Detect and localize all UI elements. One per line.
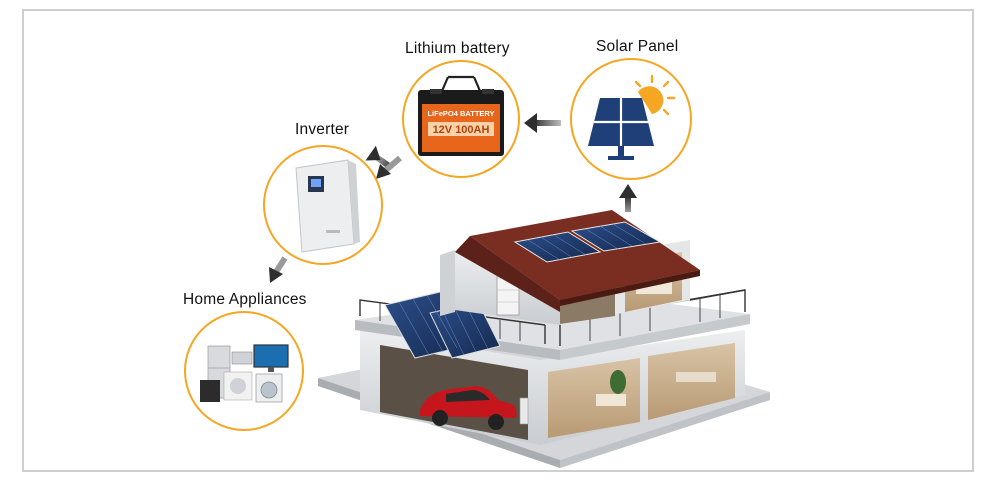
inverter-node — [263, 145, 383, 265]
appliances-icon — [200, 344, 289, 403]
arrow-battery-to-inverter-head — [376, 155, 402, 179]
home-appliances-label: Home Appliances — [183, 291, 307, 308]
battery-brand-text: LiFePO4 BATTERY — [427, 109, 494, 118]
battery-node: LiFePO4 BATTERY 12V 100AH — [402, 60, 520, 178]
arrow-house-to-solar — [619, 184, 637, 212]
battery-rating-text: 12V 100AH — [433, 124, 490, 136]
inverter-label: Inverter — [295, 121, 350, 138]
solar-node — [570, 58, 692, 180]
diagram-frame — [22, 9, 974, 472]
lithium-battery-label: Lithium battery — [405, 40, 510, 57]
sun-icon — [634, 74, 676, 116]
arrow-inverter-to-appliances — [269, 256, 288, 283]
solar-panel-icon — [588, 98, 654, 160]
solar-panel-label: Solar Panel — [596, 38, 679, 55]
arrow-solar-to-battery — [524, 113, 561, 133]
car-illustration — [420, 386, 517, 430]
house-illustration — [318, 210, 770, 468]
inverter-icon — [295, 159, 360, 253]
battery-icon: LiFePO4 BATTERY 12V 100AH — [418, 75, 504, 156]
appliances-node — [184, 311, 304, 431]
